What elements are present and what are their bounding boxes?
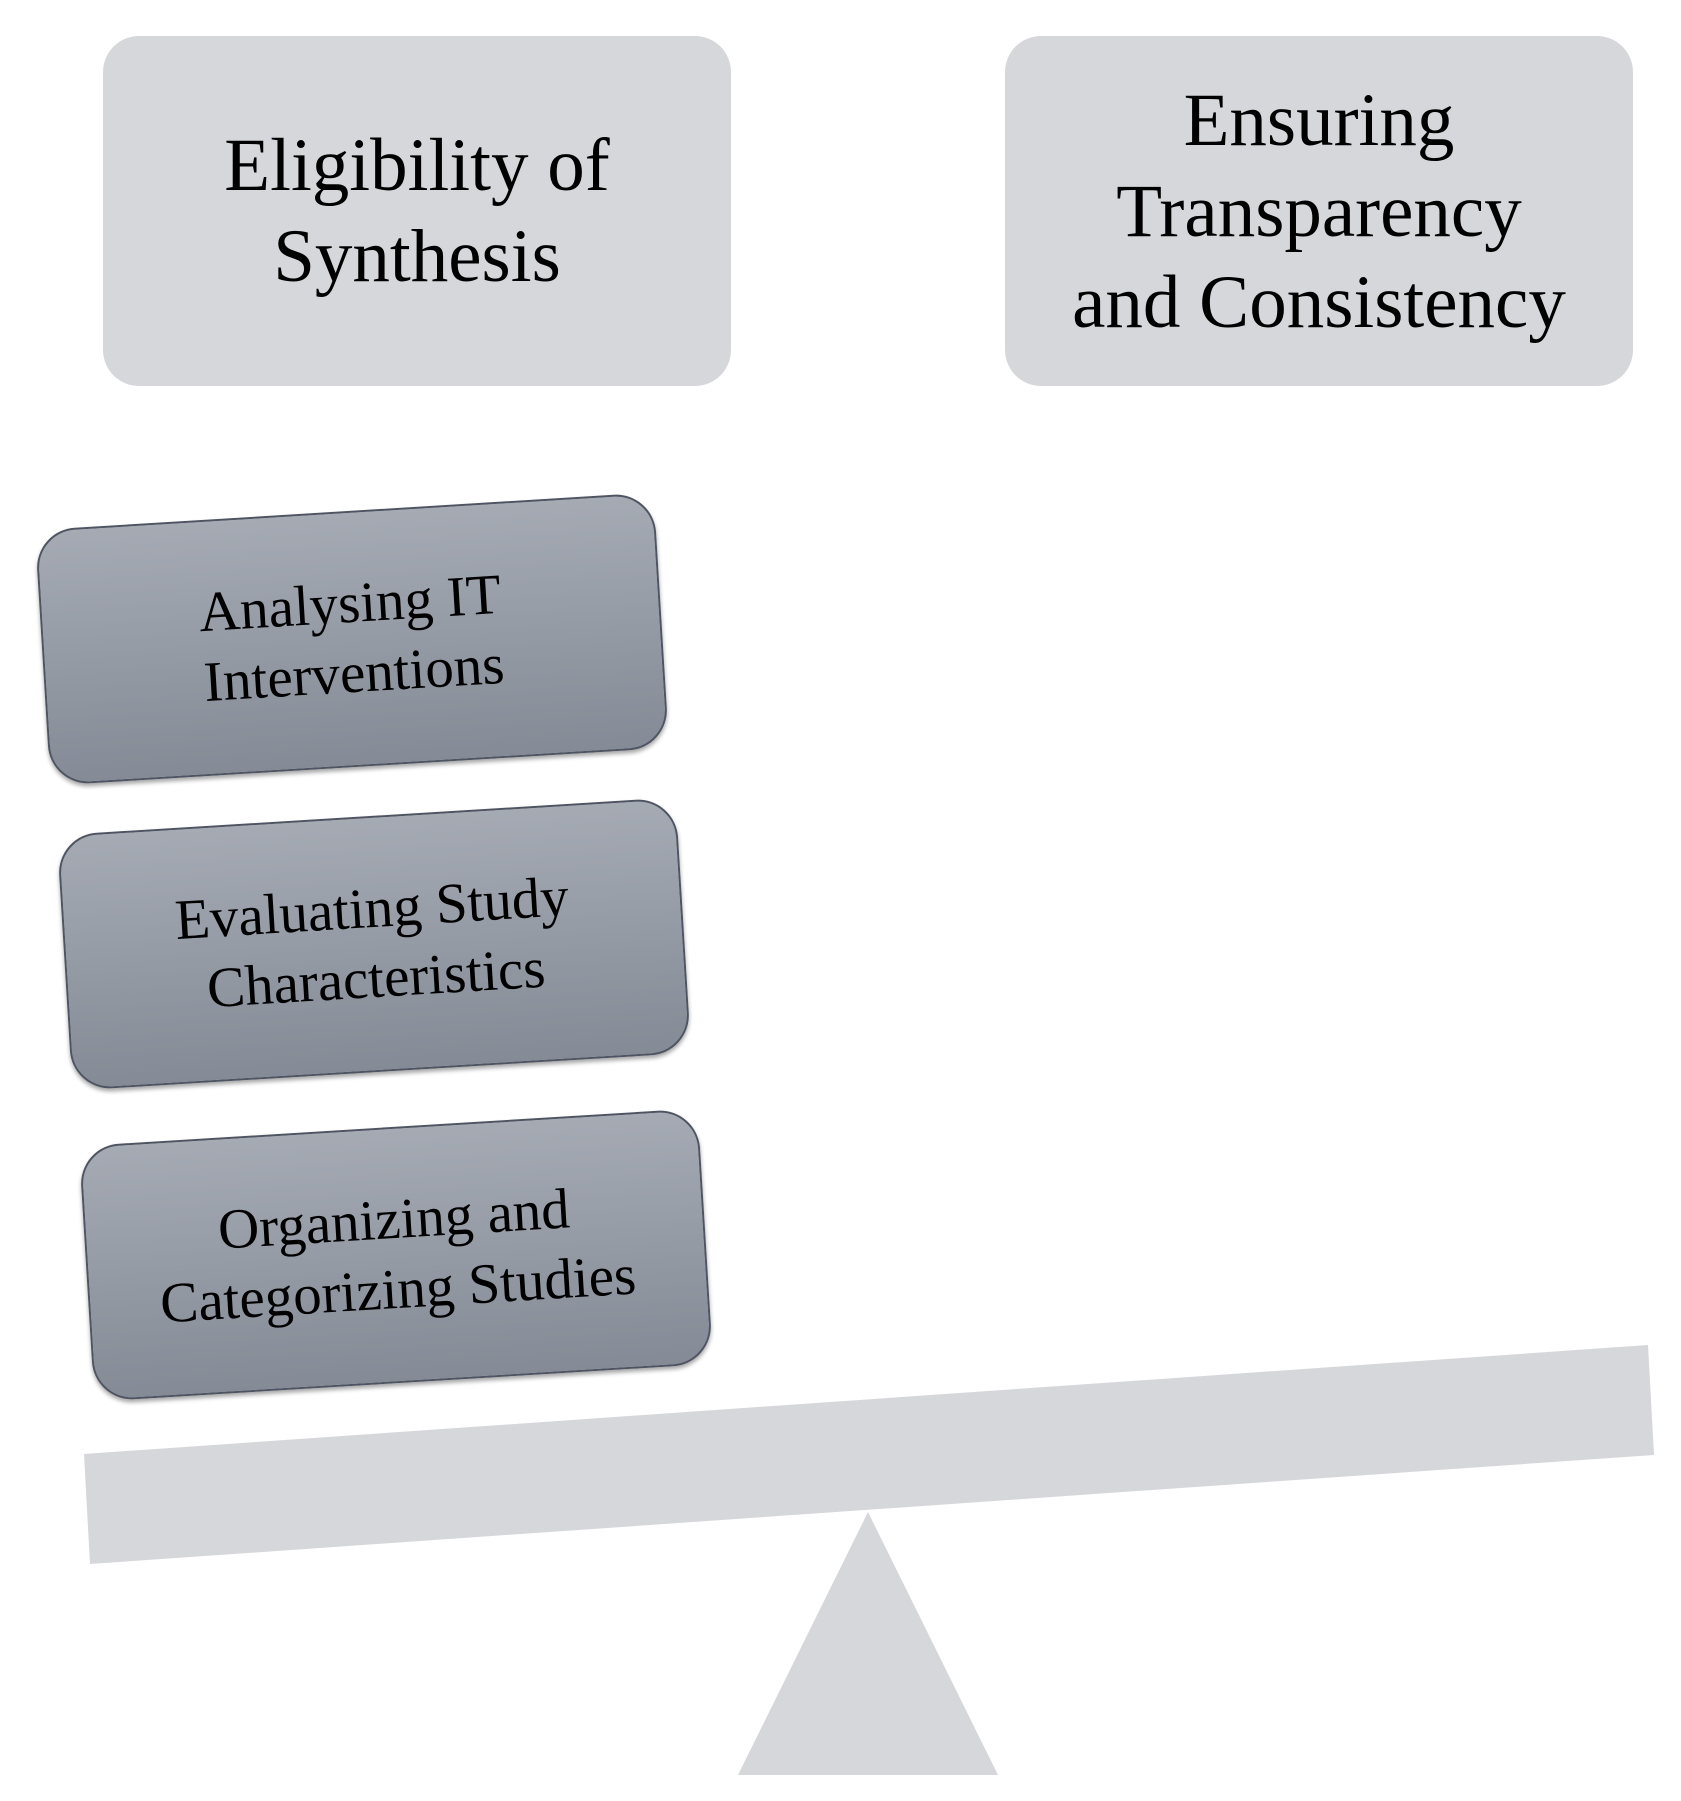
eligibility-of-synthesis-box: Eligibility of Synthesis — [103, 36, 731, 386]
ensuring-transparency-box: Ensuring Transparency and Consistency — [1005, 36, 1633, 386]
ensuring-transparency-label: Ensuring Transparency and Consistency — [1072, 78, 1566, 344]
analysing-it-interventions-block: Analysing IT Interventions — [34, 492, 670, 786]
scale-beam — [84, 1345, 1654, 1564]
stack-block-label: Organizing and Categorizing Studies — [158, 1177, 638, 1336]
eligibility-of-synthesis-label: Eligibility of Synthesis — [224, 124, 610, 298]
evaluating-study-characteristics-block: Evaluating Study Characteristics — [56, 797, 692, 1091]
organizing-and-categorizing-studies-block: Organizing and Categorizing Studies — [78, 1108, 714, 1402]
stack-block-label: Analysing IT Interventions — [197, 562, 507, 715]
stack-block-label: Evaluating Study Characteristics — [173, 865, 571, 1021]
scale-fulcrum — [738, 1512, 998, 1775]
